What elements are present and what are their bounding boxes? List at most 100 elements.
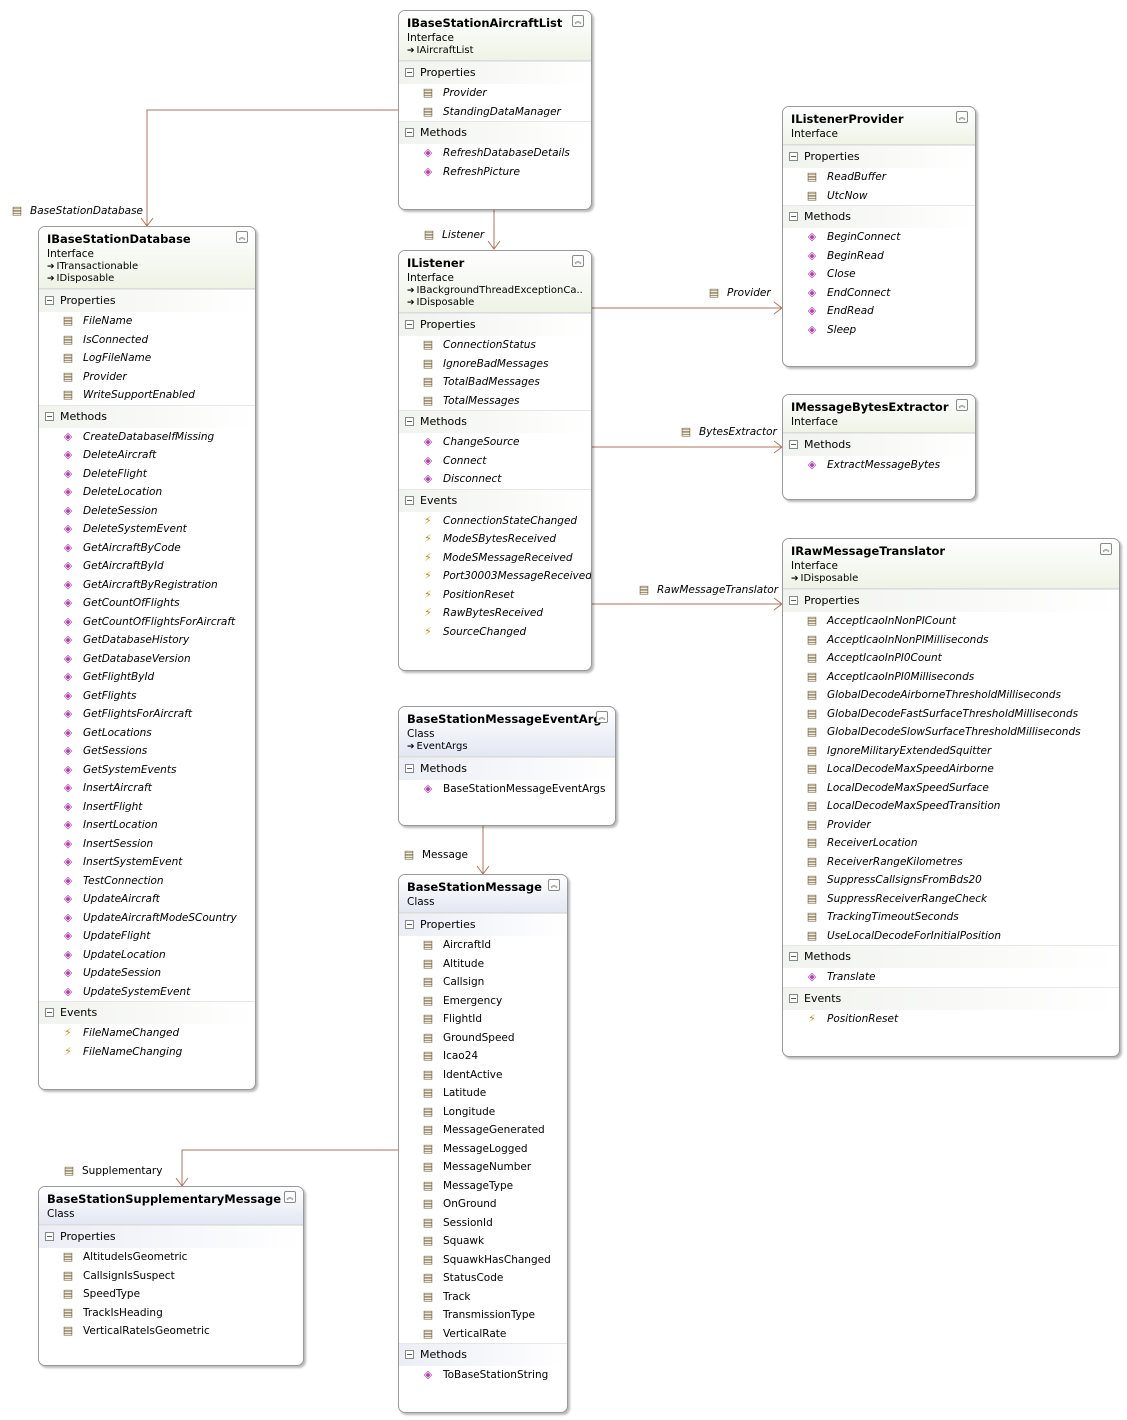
section-toggle-icon[interactable]: − (405, 320, 414, 329)
property-row[interactable]: ▤SuppressReceiverRangeCheck (783, 890, 1119, 909)
property-row[interactable]: ▤MessageLogged (399, 1140, 567, 1159)
method-row[interactable]: ◈DeleteAircraft (39, 446, 255, 465)
property-row[interactable]: ▤ReceiverLocation (783, 834, 1119, 853)
method-row[interactable]: ◈DeleteLocation (39, 483, 255, 502)
property-row[interactable]: ▤Track (399, 1288, 567, 1307)
property-row[interactable]: ▤SpeedType (39, 1285, 303, 1304)
method-row[interactable]: ◈GetAircraftByRegistration (39, 576, 255, 595)
section-toggle-icon[interactable]: − (45, 411, 54, 421)
method-row[interactable]: ◈InsertSession (39, 835, 255, 854)
method-row[interactable]: ◈Sleep (783, 321, 975, 340)
method-row[interactable]: ◈UpdateFlight (39, 927, 255, 946)
property-row[interactable]: ▤TotalBadMessages (399, 373, 591, 392)
section-toggle-icon[interactable]: − (789, 993, 798, 1003)
property-row[interactable]: ▤Provider (399, 84, 591, 103)
property-row[interactable]: ▤StatusCode (399, 1269, 567, 1288)
property-row[interactable]: ▤Latitude (399, 1084, 567, 1103)
property-row[interactable]: ▤AcceptIcaoInNonPIMilliseconds (783, 631, 1119, 650)
property-row[interactable]: ▤SquawkHasChanged (399, 1251, 567, 1270)
property-row[interactable]: ▤ConnectionStatus (399, 336, 591, 355)
collapse-icon[interactable]: ︽ (1100, 543, 1112, 555)
method-row[interactable]: ◈GetFlightById (39, 668, 255, 687)
method-row[interactable]: ◈GetSystemEvents (39, 761, 255, 780)
method-row[interactable]: ◈GetLocations (39, 724, 255, 743)
property-row[interactable]: ▤Altitude (399, 955, 567, 974)
property-row[interactable]: ▤LocalDecodeMaxSpeedAirborne (783, 760, 1119, 779)
property-row[interactable]: ▤ReadBuffer (783, 168, 975, 187)
section-toggle-icon[interactable]: − (789, 596, 798, 605)
property-row[interactable]: ▤UseLocalDecodeForInitialPosition (783, 927, 1119, 946)
property-row[interactable]: ▤IgnoreMilitaryExtendedSquitter (783, 742, 1119, 761)
event-row[interactable]: ⚡PositionReset (783, 1010, 1119, 1029)
method-row[interactable]: ◈InsertAircraft (39, 779, 255, 798)
section-methods[interactable]: −Methods (399, 410, 591, 433)
property-row[interactable]: ▤SessionId (399, 1214, 567, 1233)
section-toggle-icon[interactable]: − (789, 212, 798, 221)
section-toggle-icon[interactable]: − (405, 764, 414, 773)
section-toggle-icon[interactable]: − (405, 128, 414, 137)
collapse-icon[interactable]: ︽ (284, 1191, 296, 1203)
property-row[interactable]: ▤GlobalDecodeAirborneThresholdMillisecon… (783, 686, 1119, 705)
event-row[interactable]: ⚡ConnectionStateChanged (399, 512, 591, 531)
method-row[interactable]: ◈GetCountOfFlights (39, 594, 255, 613)
property-row[interactable]: ▤SuppressCallsignsFromBds20 (783, 871, 1119, 890)
section-properties[interactable]: −Properties (783, 589, 1119, 612)
section-toggle-icon[interactable]: − (789, 440, 798, 449)
event-row[interactable]: ⚡Port30003MessageReceived (399, 567, 591, 586)
method-row[interactable]: ◈ToBaseStationString (399, 1366, 567, 1385)
method-row[interactable]: ◈BaseStationMessageEventArgs (399, 780, 615, 799)
event-row[interactable]: ⚡FileNameChanging (39, 1043, 255, 1062)
method-row[interactable]: ◈InsertSystemEvent (39, 853, 255, 872)
section-properties[interactable]: −Properties (39, 1225, 303, 1248)
section-events[interactable]: −Events (39, 1001, 255, 1024)
collapse-icon[interactable]: ︽ (956, 399, 968, 411)
method-row[interactable]: ◈RefreshPicture (399, 163, 591, 182)
property-row[interactable]: ▤LocalDecodeMaxSpeedTransition (783, 797, 1119, 816)
property-row[interactable]: ▤ReceiverRangeKilometres (783, 853, 1119, 872)
property-row[interactable]: ▤AcceptIcaoInPI0Milliseconds (783, 668, 1119, 687)
method-row[interactable]: ◈ExtractMessageBytes (783, 456, 975, 475)
section-properties[interactable]: −Properties (399, 313, 591, 336)
event-row[interactable]: ⚡ModeSBytesReceived (399, 530, 591, 549)
property-row[interactable]: ▤GlobalDecodeSlowSurfaceThresholdMillise… (783, 723, 1119, 742)
property-row[interactable]: ▤LogFileName (39, 349, 255, 368)
property-row[interactable]: ▤IdentActive (399, 1066, 567, 1085)
property-row[interactable]: ▤MessageNumber (399, 1158, 567, 1177)
property-row[interactable]: ▤AircraftId (399, 936, 567, 955)
method-row[interactable]: ◈Connect (399, 452, 591, 471)
method-row[interactable]: ◈Close (783, 265, 975, 284)
method-row[interactable]: ◈GetFlightsForAircraft (39, 705, 255, 724)
property-row[interactable]: ▤OnGround (399, 1195, 567, 1214)
section-toggle-icon[interactable]: − (45, 1232, 54, 1241)
property-row[interactable]: ▤IgnoreBadMessages (399, 355, 591, 374)
section-toggle-icon[interactable]: − (405, 920, 414, 929)
method-row[interactable]: ◈BeginRead (783, 247, 975, 266)
property-row[interactable]: ▤UtcNow (783, 187, 975, 206)
method-row[interactable]: ◈InsertLocation (39, 816, 255, 835)
property-row[interactable]: ▤LocalDecodeMaxSpeedSurface (783, 779, 1119, 798)
method-row[interactable]: ◈GetDatabaseVersion (39, 650, 255, 669)
method-row[interactable]: ◈BeginConnect (783, 228, 975, 247)
section-toggle-icon[interactable]: − (405, 495, 414, 505)
property-row[interactable]: ▤VerticalRateIsGeometric (39, 1322, 303, 1341)
method-row[interactable]: ◈EndRead (783, 302, 975, 321)
property-row[interactable]: ▤TotalMessages (399, 392, 591, 411)
property-row[interactable]: ▤Icao24 (399, 1047, 567, 1066)
property-row[interactable]: ▤AcceptIcaoInNonPICount (783, 612, 1119, 631)
method-row[interactable]: ◈GetAircraftById (39, 557, 255, 576)
property-row[interactable]: ▤MessageType (399, 1177, 567, 1196)
property-row[interactable]: ▤Provider (783, 816, 1119, 835)
property-row[interactable]: ▤Provider (39, 368, 255, 387)
property-row[interactable]: ▤TrackingTimeoutSeconds (783, 908, 1119, 927)
section-toggle-icon[interactable]: − (789, 952, 798, 961)
collapse-icon[interactable]: ︽ (548, 879, 560, 891)
section-methods[interactable]: −Methods (399, 757, 615, 780)
method-row[interactable]: ◈UpdateSystemEvent (39, 983, 255, 1002)
